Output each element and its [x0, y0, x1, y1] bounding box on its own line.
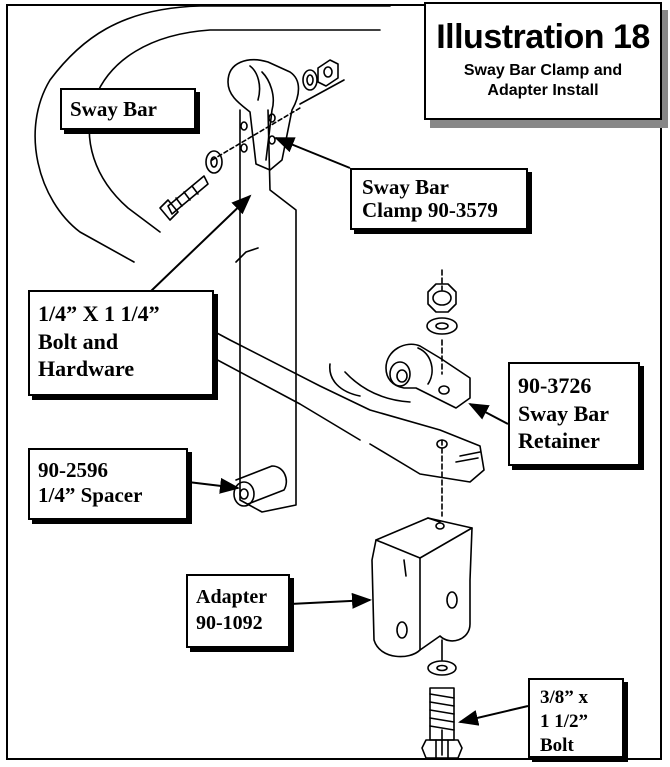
illustration-title: Illustration 18: [436, 18, 650, 56]
adapter: [371, 517, 473, 658]
callout-spacer: 90-2596 1/4” Spacer: [28, 448, 188, 520]
arrow-clamp: [274, 137, 351, 169]
sway-bar-shape: [34, 5, 391, 263]
diagram-frame: [6, 4, 662, 760]
washer-top: [426, 317, 458, 335]
sway-bar-retainer: [385, 343, 471, 409]
arrow-bolt-hardware: [149, 194, 252, 293]
arrow-retainer: [468, 403, 509, 425]
arrow-spacer: [187, 477, 240, 494]
arrow-bolt-38: [458, 705, 529, 726]
washer-left: [205, 150, 223, 174]
nut: [317, 59, 339, 87]
callout-sway-bar-retainer: 90-3726 Sway Bar Retainer: [508, 362, 640, 466]
callout-bolt-3-8: 3/8” x 1 1/2” Bolt: [528, 678, 624, 758]
arrow-adapter: [289, 592, 372, 609]
sway-bar-clamp: [227, 58, 300, 171]
callout-adapter: Adapter 90-1092: [186, 574, 290, 648]
washer: [302, 69, 318, 91]
callout-sway-bar-clamp: Sway Bar Clamp 90-3579: [350, 168, 528, 230]
callout-sway-bar: Sway Bar: [60, 88, 196, 130]
spacer: [235, 465, 288, 505]
lock-nut: [427, 283, 457, 313]
illustration-subtitle: Sway Bar Clamp and Adapter Install: [463, 62, 623, 99]
clamp-bracket: [239, 109, 297, 513]
sway-bar-arm: [169, 307, 485, 483]
callout-bolt-hardware: 1/4” X 1 1/4” Bolt and Hardware: [28, 290, 214, 396]
illustration-title-box: Illustration 18 Sway Bar Clamp and Adapt…: [424, 2, 662, 120]
washer-bottom: [427, 660, 457, 676]
